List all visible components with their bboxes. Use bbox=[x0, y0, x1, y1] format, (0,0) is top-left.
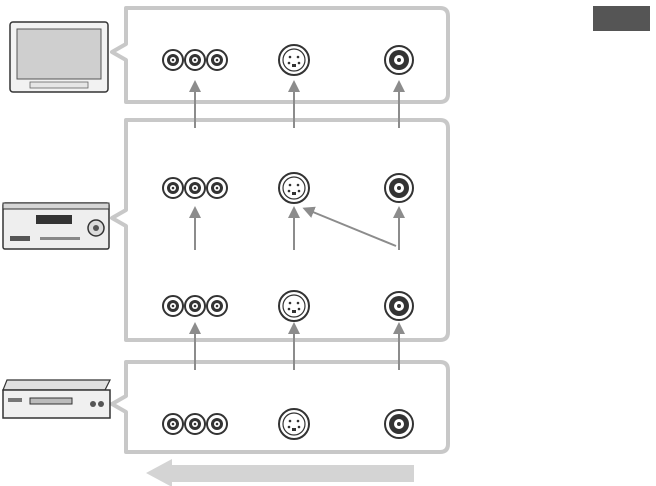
tv-icon bbox=[10, 22, 108, 92]
component-jack bbox=[207, 178, 227, 198]
composite-jack bbox=[385, 174, 413, 202]
composite-jack bbox=[385, 292, 413, 320]
dvd-player-icon bbox=[3, 380, 110, 418]
component-jack bbox=[207, 50, 227, 70]
component-jack bbox=[163, 50, 183, 70]
component-jack bbox=[163, 414, 183, 434]
component-jack bbox=[185, 296, 205, 316]
signal-direction-arrow bbox=[146, 459, 414, 486]
s-video-jack bbox=[279, 409, 309, 439]
composite-jack bbox=[385, 410, 413, 438]
component-jack bbox=[163, 296, 183, 316]
s-video-jack bbox=[279, 291, 309, 321]
component-jack bbox=[185, 178, 205, 198]
s-video-jack bbox=[279, 45, 309, 75]
s-video-jack bbox=[279, 173, 309, 203]
component-jack bbox=[207, 296, 227, 316]
component-jack bbox=[163, 178, 183, 198]
composite-jack bbox=[385, 46, 413, 74]
signal-arrow bbox=[308, 210, 396, 246]
av-receiver-icon bbox=[3, 203, 109, 249]
component-jack bbox=[185, 50, 205, 70]
component-jack bbox=[185, 414, 205, 434]
component-jack bbox=[207, 414, 227, 434]
